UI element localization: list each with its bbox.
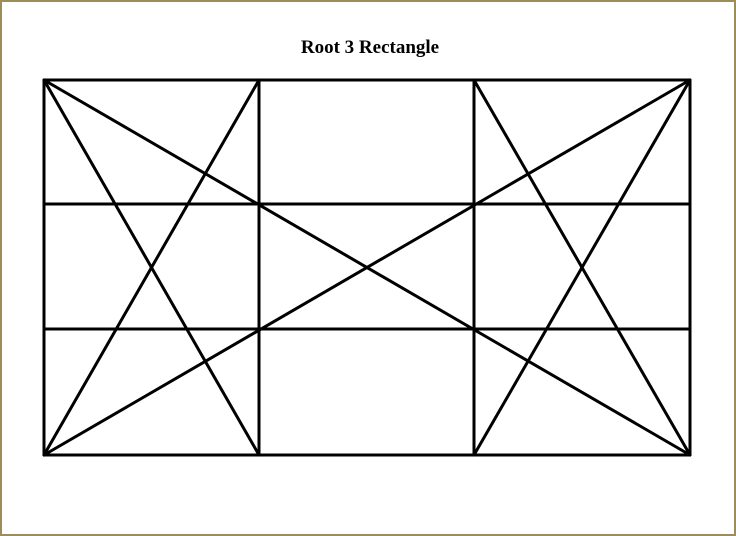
diagram-title: Root 3 Rectangle [300, 37, 440, 58]
main-diagonal-up [42, 78, 692, 457]
right-square-diagonal-up [472, 78, 692, 457]
left-square-diagonal-up [42, 78, 261, 457]
outer-rectangle [42, 78, 692, 457]
